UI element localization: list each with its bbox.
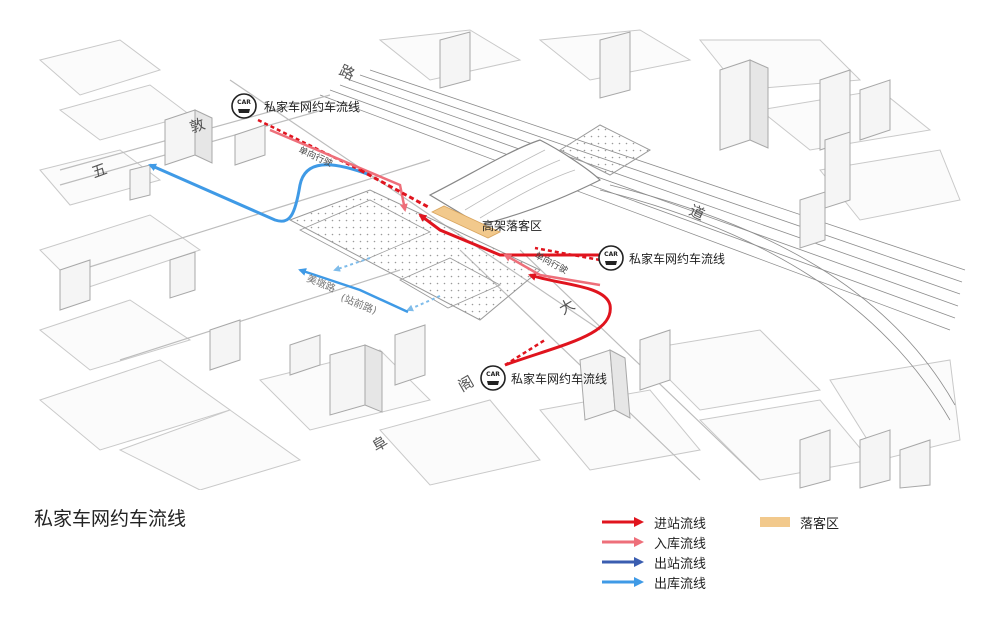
road-char-da: 大 [556, 295, 578, 318]
north-plaza [558, 124, 652, 176]
road-char-ge: 阁 [455, 372, 477, 395]
parking-inflow-pink-top [269, 128, 408, 212]
road-name-1: 美墩路 [305, 272, 338, 295]
garage-exit-lblue-2 [406, 295, 441, 312]
legend-entry-parking-out: 出库流线 [600, 572, 706, 592]
diagram-title: 私家车网约车流线 [34, 508, 187, 530]
legend-entry-drop-off: 落客区 [760, 512, 839, 532]
entry-dashed-bottom [504, 338, 546, 367]
arrow-icon [602, 517, 644, 527]
road-char-dun: 敦 [187, 115, 207, 137]
city-blocks [38, 29, 961, 490]
legend-label-drop-off: 落客区 [800, 516, 840, 532]
arrow-icon [602, 557, 644, 567]
legend-label-outbound: 出站流线 [654, 556, 707, 572]
garage-exit-lblue-1 [333, 257, 371, 272]
entry-flow-red-bottom [504, 273, 612, 367]
buildings [59, 31, 931, 489]
svg-text:CAR: CAR [604, 251, 618, 258]
entry-flow-red-main [418, 213, 605, 257]
station-canopy [428, 139, 602, 226]
parking-inflow-pink-right [503, 253, 601, 287]
car-icon-bottom: CAR [480, 365, 506, 391]
road-char-dao: 道 [686, 201, 707, 224]
arrow-icon [602, 537, 644, 547]
legend-label-parking-out: 出库流线 [654, 576, 707, 592]
svg-text:CAR: CAR [237, 99, 251, 106]
car-icon-top: CAR [231, 93, 257, 119]
road-char-lu: 路 [336, 61, 357, 84]
svg-text:CAR: CAR [486, 371, 500, 378]
flow-lines [148, 118, 612, 367]
garage-exit-blue-road [298, 268, 409, 314]
legend-entry-inbound: 进站流线 [600, 512, 706, 532]
arrow-icon [602, 577, 644, 587]
road-labels: 路 敦 五 道 大 阁 阜 [89, 61, 707, 455]
legend-entry-parking-in: 入库流线 [600, 532, 706, 552]
entry-flow-red-upper [359, 168, 431, 210]
legend-label-inbound: 进站流线 [654, 516, 707, 532]
railway-tracks [319, 69, 966, 421]
legend-label-parking-in: 入库流线 [654, 536, 707, 552]
drop-off-swatch [760, 517, 790, 527]
station-map: 路 敦 五 道 大 阁 阜 CAR CAR [38, 29, 966, 490]
car-icon-right: CAR [598, 245, 624, 271]
drop-off-area [431, 205, 501, 239]
car-label-right: 私家车网约车流线 [629, 251, 725, 266]
road-char-wu: 五 [89, 160, 109, 182]
exit-flow-blue-left [148, 163, 371, 223]
elevated-area-label: 高架落客区 [482, 218, 542, 233]
car-label-bottom: 私家车网约车流线 [511, 371, 607, 386]
car-label-top: 私家车网约车流线 [264, 99, 360, 114]
legend-entry-outbound: 出站流线 [600, 552, 706, 572]
